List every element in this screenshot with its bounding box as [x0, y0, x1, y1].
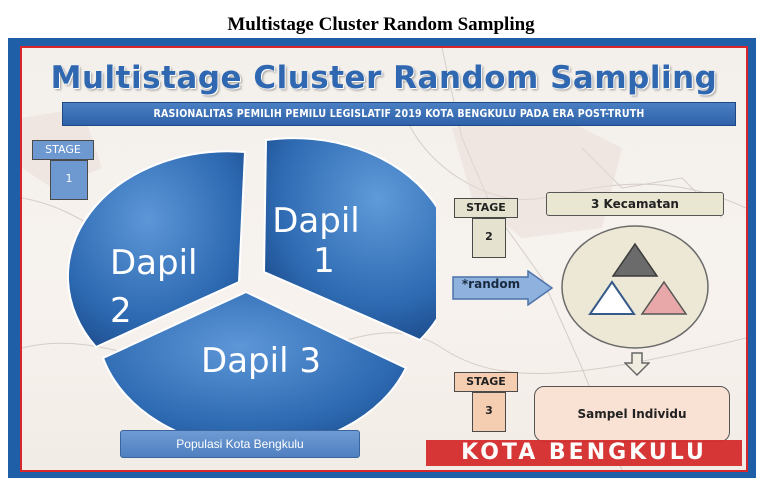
gray-triangle-icon [611, 242, 659, 277]
figure-caption: Multistage Cluster Random Sampling [227, 14, 535, 35]
pie-slice-dapil-2 [66, 150, 247, 349]
pie-label-dapil-2-line2: 2 [110, 291, 132, 331]
stage-1-label: STAGE [32, 140, 94, 160]
stage-2-number: 2 [472, 218, 506, 258]
pie-slice-dapil-3 [101, 290, 408, 432]
poster-subtitle: RASIONALITAS PEMILIH PEMILU LEGISLATIF 2… [62, 102, 736, 126]
random-arrow-label: *random [461, 277, 521, 291]
poster: Multistage Cluster Random Sampling RASIO… [20, 46, 748, 472]
pie-label-dapil-1-line2: 1 [313, 241, 335, 281]
pink-triangle-icon [640, 280, 688, 315]
stage-3-label: STAGE [454, 372, 518, 392]
poster-title: Multistage Cluster Random Sampling [50, 60, 718, 96]
kota-bengkulu-banner: KOTA BENGKULU [426, 440, 742, 466]
random-arrow-icon [452, 270, 554, 306]
dapil-pie-chart: Dapil 1 Dapil 2 Dapil 3 [66, 137, 436, 432]
stage-1-number: 1 [50, 160, 88, 200]
kecamatan-circle [561, 225, 709, 349]
pie-label-dapil-3: Dapil 3 [201, 341, 321, 381]
white-triangle-icon [588, 280, 636, 315]
kecamatan-box: 3 Kecamatan [546, 192, 724, 216]
stage-3-number: 3 [472, 392, 506, 432]
sample-box: Sampel Individu [534, 386, 730, 442]
down-arrow-icon [624, 352, 650, 376]
population-label: Populasi Kota Bengkulu [120, 430, 360, 458]
pie-label-dapil-2-line1: Dapil [110, 243, 198, 283]
stage-2-label: STAGE [454, 198, 518, 218]
pie-slice-dapil-1 [262, 137, 436, 342]
pie-label-dapil-1-line1: Dapil [272, 201, 360, 241]
